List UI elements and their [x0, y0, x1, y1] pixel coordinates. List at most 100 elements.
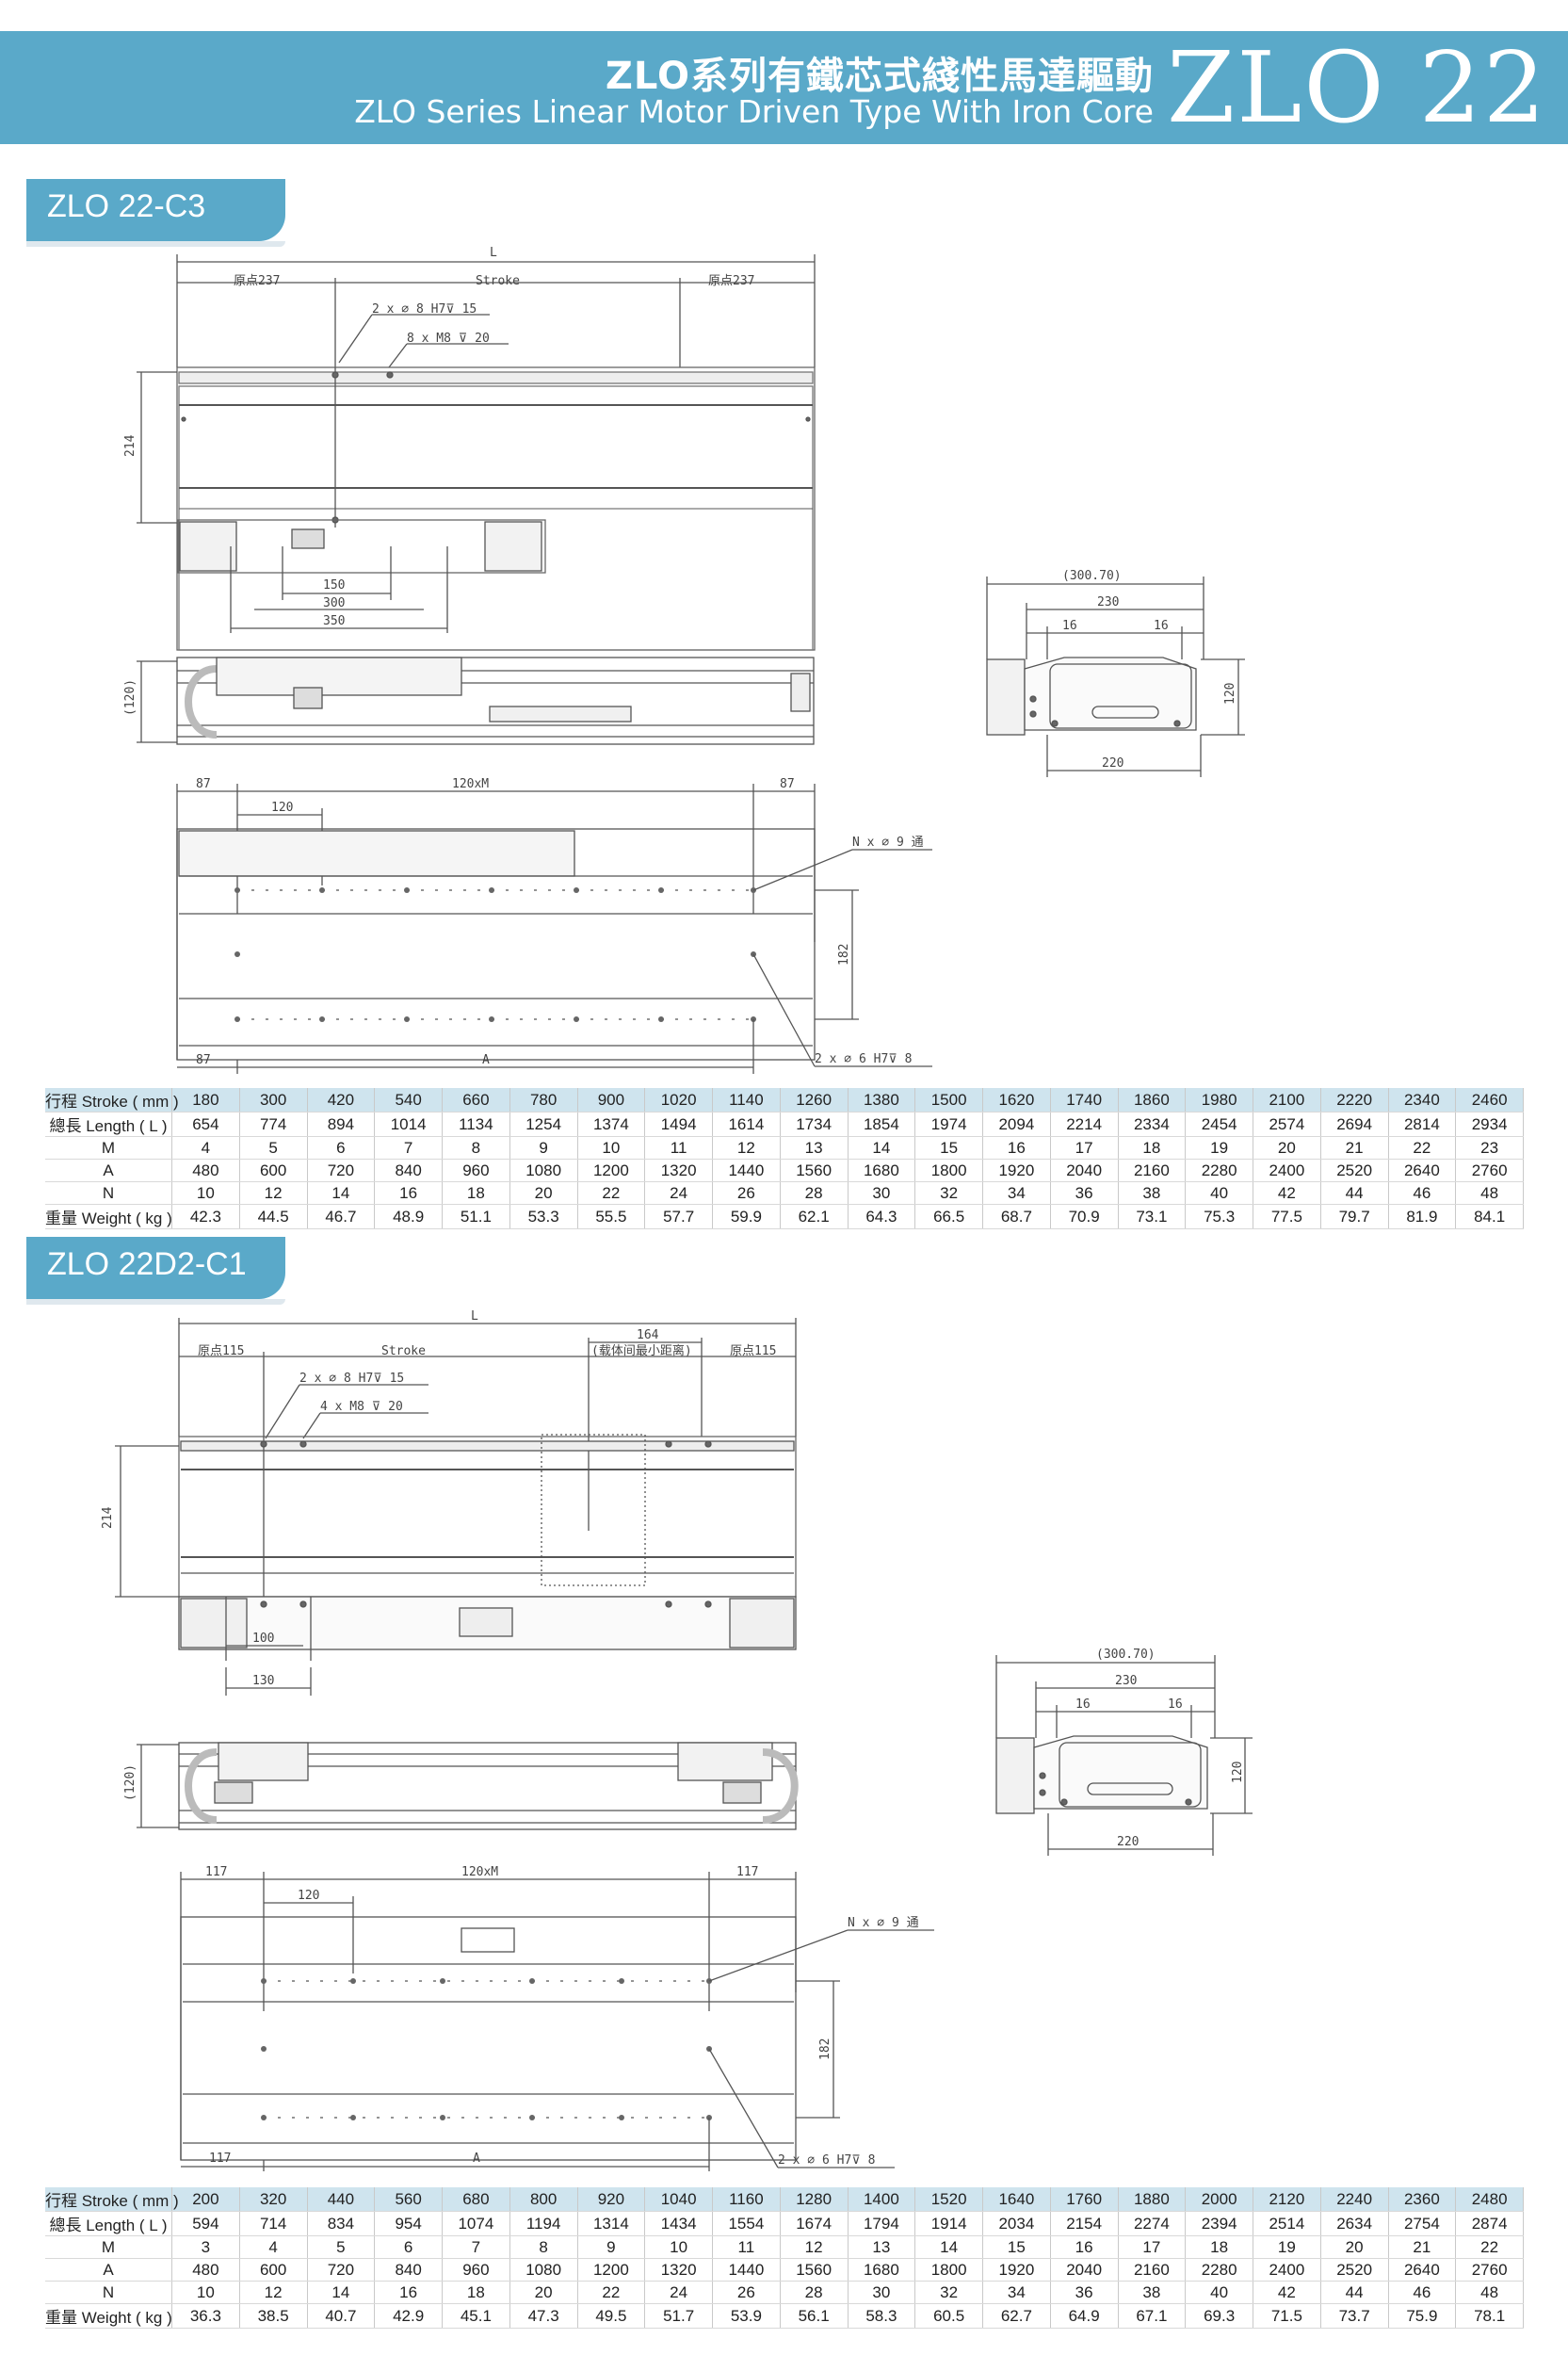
table-cell: 780: [509, 1088, 578, 1113]
table-cell: 440: [307, 2187, 376, 2212]
table-cell: 654: [171, 1112, 240, 1137]
stroke-label: 行程 Stroke ( mm ): [45, 2187, 179, 2212]
n-label: N: [45, 1181, 172, 1205]
table-cell: 21: [1320, 1136, 1389, 1160]
table-cell: 22: [1388, 1136, 1457, 1160]
page-header: ZLO系列有鐵芯式綫性馬達驅動 ZLO Series Linear Motor …: [0, 31, 1568, 144]
table-cell: 84.1: [1455, 1204, 1524, 1229]
d2c1-pin-hole: 2 x ∅ 8 H7⊽ 15: [299, 1372, 404, 1386]
table-cell: 17: [1050, 1136, 1119, 1160]
d2c1-side-view: (120): [123, 1742, 799, 1830]
section-tab-d2c1: ZLO 22D2-C1: [26, 1237, 285, 1305]
a-label: A: [45, 1159, 172, 1182]
c3-bottom-view: 87 120xM 87 120 N x ∅ 9 通 182 87 A 2 x ∅…: [176, 777, 932, 1074]
table-cell: 2094: [982, 1112, 1051, 1137]
table-cell: 6: [374, 2235, 443, 2259]
table-cell: 9: [577, 2235, 646, 2259]
table-cell: 32: [914, 1181, 983, 1205]
table-cell: 840: [374, 1159, 443, 1182]
table-cell: 840: [374, 2258, 443, 2282]
table-cell: 12: [239, 1181, 308, 1205]
table-cell: 71.5: [1253, 2303, 1321, 2329]
table-cell: 12: [712, 1136, 781, 1160]
table-cell: 1194: [509, 2211, 578, 2236]
d2c1-end-view: (300.70) 230 16 16 120 220: [995, 1648, 1253, 1856]
table-cell: 55.5: [577, 1204, 646, 1229]
table-cell: 28: [780, 2281, 849, 2304]
d2c1-top-view: L 164 原点115 Stroke (载体间最小距离) 原点115 2 x ∅…: [101, 1309, 797, 1661]
table-cell: 2874: [1455, 2211, 1524, 2236]
d2c1-dim-164: 164: [637, 1328, 659, 1342]
table-cell: 20: [509, 1181, 578, 1205]
d2c1-end-120: 120: [1231, 1762, 1245, 1783]
d2c1-dim-182: 182: [818, 2038, 832, 2060]
c3-pin-bottom: 2 x ∅ 6 H7⊽ 8: [815, 1052, 912, 1066]
table-cell: 16: [982, 1136, 1051, 1160]
table-cell: 300: [239, 1088, 308, 1113]
d2c1-dim-130-group: 130: [225, 1667, 312, 1696]
table-cell: 1680: [848, 2258, 916, 2282]
table-cell: 14: [307, 2281, 376, 2304]
section-tab-c3: ZLO 22-C3: [26, 179, 285, 247]
table-cell: 38: [1118, 1181, 1187, 1205]
table-cell: 44: [1320, 2281, 1389, 2304]
table-cell: 1740: [1050, 1088, 1119, 1113]
table-cell: 2640: [1388, 1159, 1457, 1182]
table-cell: 38: [1118, 2281, 1187, 2304]
table-cell: 960: [442, 1159, 510, 1182]
table-cell: 1074: [442, 2211, 510, 2236]
c3-dim-L: L: [490, 246, 497, 260]
d2c1-pin-bottom: 2 x ∅ 6 H7⊽ 8: [778, 2153, 875, 2168]
d2c1-dim-100: 100: [252, 1632, 274, 1646]
c3-top-view: L 原点237 Stroke 原点237 2 x ∅ 8 H7⊽ 15 8 x …: [123, 246, 816, 651]
c3-dim-height: 214: [123, 434, 137, 457]
table-cell: 2694: [1320, 1112, 1389, 1137]
table-cell: 36: [1050, 2281, 1119, 2304]
table-cell: 320: [239, 2187, 308, 2212]
table-cell: 10: [577, 1136, 646, 1160]
table-cell: 2334: [1118, 1112, 1187, 1137]
c3-dim-150: 150: [323, 578, 345, 593]
table-cell: 2480: [1455, 2187, 1524, 2212]
table-cell: 56.1: [780, 2303, 849, 2329]
table-cell: 2274: [1118, 2211, 1187, 2236]
table-cell: 1260: [780, 1088, 849, 1113]
table-cell: 42.3: [171, 1204, 240, 1229]
table-cell: 2754: [1388, 2211, 1457, 2236]
table-cell: 2520: [1320, 1159, 1389, 1182]
table-cell: 51.7: [644, 2303, 713, 2329]
table-cell: 2760: [1455, 1159, 1524, 1182]
table-cell: 46: [1388, 2281, 1457, 2304]
c3-dim-350: 350: [323, 614, 345, 628]
table-cell: 81.9: [1388, 1204, 1457, 1229]
c3-stroke-label: Stroke: [476, 274, 520, 288]
table-cell: 1974: [914, 1112, 983, 1137]
table-cell: 1674: [780, 2211, 849, 2236]
table-cell: 1640: [982, 2187, 1051, 2212]
c3-origin-left: 原点237: [234, 274, 280, 288]
table-cell: 34: [982, 2281, 1051, 2304]
table-cell: 2040: [1050, 1159, 1119, 1182]
table-cell: 2514: [1253, 2211, 1321, 2236]
table-cell: 17: [1118, 2235, 1187, 2259]
c3-carriage: 150 300 350: [177, 519, 546, 633]
table-cell: 2100: [1253, 1088, 1321, 1113]
c3-dim-A: A: [482, 1053, 490, 1067]
table-cell: 180: [171, 1088, 240, 1113]
d2c1-min-distance: (载体间最小距离): [591, 1343, 692, 1358]
table-cell: 920: [577, 2187, 646, 2212]
table-cell: 540: [374, 1088, 443, 1113]
d2c1-dim-L: L: [471, 1309, 478, 1324]
table-cell: 2120: [1253, 2187, 1321, 2212]
table-cell: 480: [171, 2258, 240, 2282]
table-cell: 18: [1118, 1136, 1187, 1160]
table-cell: 40: [1185, 1181, 1253, 1205]
d2c1-origin-left: 原点115: [198, 1344, 244, 1358]
table-cell: 1794: [848, 2211, 916, 2236]
table-cell: 2400: [1253, 2258, 1321, 2282]
d2c1-tap-hole: 4 x M8 ⊽ 20: [320, 1400, 403, 1414]
table-cell: 6: [307, 1136, 376, 1160]
c3-dim-182: 182: [837, 944, 851, 966]
table-cell: 1620: [982, 1088, 1051, 1113]
table-cell: 36.3: [171, 2303, 240, 2329]
